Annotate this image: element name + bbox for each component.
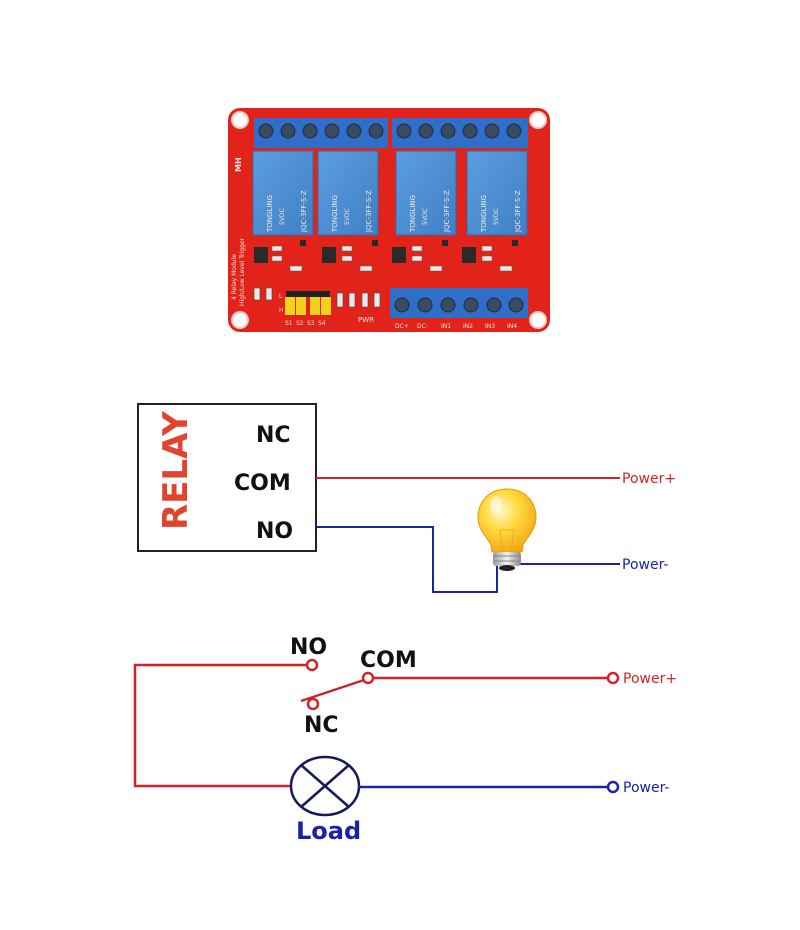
mounting-hole: [529, 311, 547, 329]
switch-arm: [300, 678, 365, 703]
jumper-label-s3: S3: [307, 320, 315, 327]
smd-components: [254, 240, 518, 272]
relay-model-text: JQC-3FF-S-Z: [514, 190, 522, 233]
mounting-hole: [231, 111, 249, 129]
relay-model-text: JQC-3FF-S-Z: [365, 190, 373, 233]
relay-schematic-diagram: NO COM NC Power+ Load Power-: [133, 635, 677, 845]
contact-com: [361, 671, 375, 685]
jumper-label-s1: S1: [285, 320, 293, 327]
board-title-text: 4 Relay Module: [231, 254, 238, 300]
contact-label-com: COM: [360, 648, 417, 673]
relay-voltage-text: 5VDC: [422, 208, 429, 225]
relay-block-diagram: RELAY NC COM NO Power+ Power-: [137, 403, 676, 593]
wire-no-to-bulb: [316, 526, 498, 593]
pin-label-nc: NC: [256, 423, 291, 448]
pwr-label: PWR: [358, 316, 374, 324]
mounting-hole: [529, 111, 547, 129]
terminal-power-plus: [606, 671, 620, 685]
terminal-power-minus: [606, 780, 620, 794]
relay-voltage-text: 5VDC: [493, 208, 500, 225]
relay-voltage-text: 5VDC: [279, 208, 286, 225]
power-plus-label: Power+: [622, 471, 676, 487]
relay-brand-text: TONGLING: [409, 195, 417, 233]
relay-component-2: TONGLING 5VDC JQC-3FF-S-Z: [317, 150, 379, 236]
load-label: Load: [296, 817, 361, 845]
contact-nc: [306, 697, 320, 711]
jumper-header: H L S1 S2 S3 S4: [279, 291, 331, 327]
relay-module-photo: TONGLING 5VDC JQC-3FF-S-Z TONGLING 5VDC …: [228, 108, 550, 332]
power-minus-label: Power-: [622, 557, 668, 573]
jumper-label-s2: S2: [296, 320, 304, 327]
relay-component-3: TONGLING 5VDC JQC-3FF-S-Z: [395, 150, 457, 236]
relay-box: [137, 403, 317, 552]
contact-label-nc: NC: [304, 713, 339, 738]
terminal-label-in3: IN3: [485, 323, 495, 330]
mounting-hole: [231, 311, 249, 329]
terminal-label-dc-plus: DC+: [395, 323, 409, 330]
terminal-label-dc-minus: DC-: [417, 323, 428, 330]
relay-voltage-text: 5VDC: [344, 208, 351, 225]
relay-title: RELAY: [156, 411, 196, 530]
light-bulb-icon: [477, 488, 537, 571]
jumper-high-label: H: [279, 307, 284, 314]
relay-model-text: JQC-3FF-S-Z: [300, 190, 308, 233]
terminal-label-in1: IN1: [441, 323, 451, 330]
power-minus-label: Power-: [623, 780, 669, 796]
relay-brand-text: TONGLING: [480, 195, 488, 233]
contact-label-no: NO: [290, 635, 327, 660]
relay-model-text: JQC-3FF-S-Z: [443, 190, 451, 233]
output-terminal-block-left: [254, 118, 388, 148]
led-resistors: [253, 287, 381, 308]
contact-no: [305, 658, 319, 672]
wire-no-to-load: [133, 663, 308, 788]
jumper-label-s4: S4: [318, 320, 326, 327]
terminal-label-in4: IN4: [507, 323, 517, 330]
jumper-low-label: L: [279, 293, 283, 300]
board-subtitle-text: High/Low Level Trigger: [239, 237, 246, 306]
output-terminal-block-right: [392, 118, 528, 148]
relay-brand-text: TONGLING: [331, 195, 339, 233]
power-plus-label: Power+: [623, 671, 677, 687]
pin-label-com: COM: [234, 471, 291, 496]
board-brand-text: MH: [234, 157, 243, 172]
relay-brand-text: TONGLING: [266, 195, 274, 233]
pin-label-no: NO: [256, 519, 293, 544]
relay-component-4: TONGLING 5VDC JQC-3FF-S-Z: [466, 150, 528, 236]
terminal-label-in2: IN2: [463, 323, 473, 330]
relay-component-1: TONGLING 5VDC JQC-3FF-S-Z: [252, 150, 314, 236]
input-terminal-block: DC+ DC- IN1 IN2 IN3 IN4: [390, 288, 528, 330]
lamp-symbol-icon: [289, 755, 361, 817]
